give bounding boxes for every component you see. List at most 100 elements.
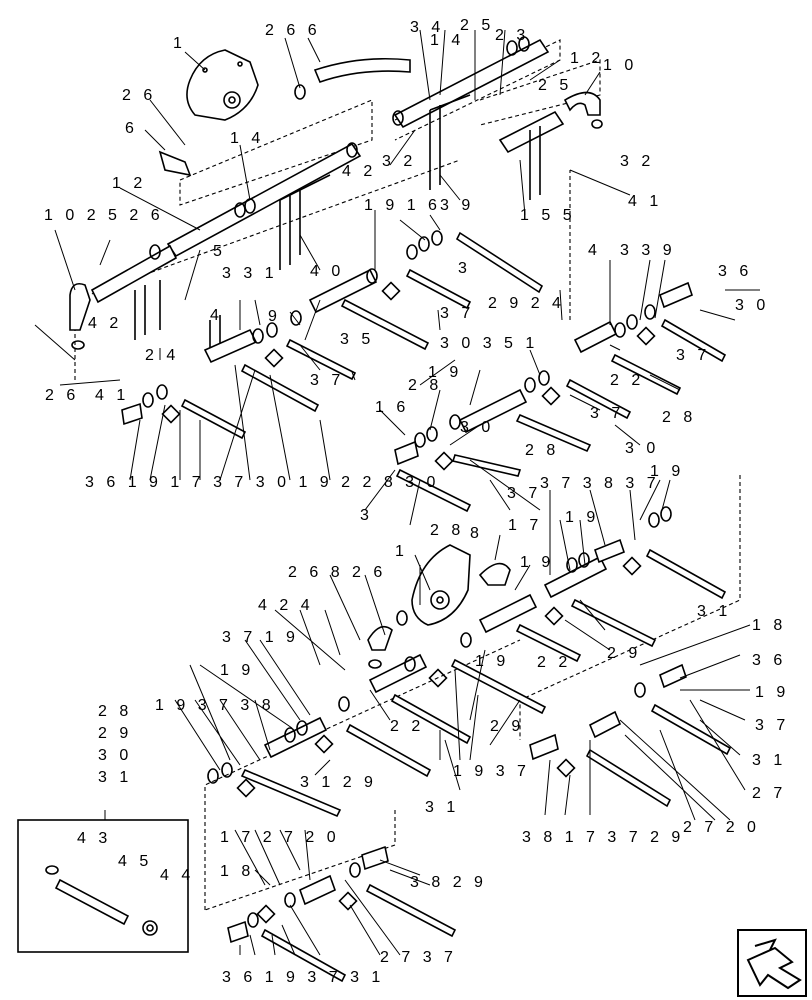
label-29-a: 2 9 xyxy=(607,645,641,662)
label-6: 6 xyxy=(125,120,138,137)
label-2720-a: 2 7 2 0 xyxy=(683,819,760,836)
label-14-a: 1 4 xyxy=(430,32,464,49)
brackets-upper xyxy=(134,94,541,355)
label-3829: 3 8 2 9 xyxy=(410,874,487,891)
label-37-b: 3 7 xyxy=(676,347,710,364)
label-268: 2 6 8 xyxy=(288,564,344,581)
assembly-guide-upper-right-2 xyxy=(479,59,601,126)
label-19-g: 1 9 xyxy=(220,662,254,679)
label-31-b: 3 1 xyxy=(752,752,786,769)
label-26-a: 2 6 xyxy=(122,87,156,104)
label-16: 1 6 xyxy=(375,399,409,416)
label-30-a: 3 0 xyxy=(735,297,769,314)
label-4-a: 4 xyxy=(588,242,601,259)
label-42-b: 4 2 xyxy=(88,315,122,332)
label-30-b: 3 0 xyxy=(460,419,494,436)
label-424: 4 2 4 xyxy=(258,597,314,614)
next-page-arrow-icon[interactable] xyxy=(737,929,807,997)
clamps-lower xyxy=(236,556,642,924)
label-43: 4 3 xyxy=(77,830,111,847)
label-193738: 1 9 3 7 3 8 xyxy=(155,697,275,714)
label-5: 5 xyxy=(213,243,226,260)
label-3719: 3 7 1 9 xyxy=(222,629,299,646)
fan-housing-lower xyxy=(411,544,471,626)
label-30351: 3 0 3 5 1 xyxy=(440,335,538,352)
label-28-b: 2 8 xyxy=(525,442,559,459)
coupling-rings-upper xyxy=(71,36,603,350)
label-4-b: 4 xyxy=(210,307,223,324)
label-1-upper: 1 xyxy=(173,35,186,52)
label-331: 3 3 1 xyxy=(222,265,278,282)
label-12-top: 1 2 xyxy=(570,50,604,67)
inset-detail-box xyxy=(17,810,189,953)
label-36-b: 3 6 xyxy=(752,652,786,669)
label-22-a: 2 2 xyxy=(610,372,644,389)
label-27-a: 2 7 xyxy=(752,785,786,802)
label-37-d: 3 7 xyxy=(590,405,624,422)
assembly-guide-lower xyxy=(204,475,741,910)
label-172720: 1 7 2 7 2 0 xyxy=(220,829,340,846)
label-19-b: 1 9 xyxy=(650,463,684,480)
label-25-b: 2 5 xyxy=(538,77,572,94)
label-18-b: 1 8 xyxy=(220,863,254,880)
label-19-c: 1 9 xyxy=(565,509,599,526)
label-1-lower: 1 xyxy=(395,543,408,560)
label-ref-30: 3 0 xyxy=(98,747,132,764)
assembly-guide-upper-left xyxy=(179,99,373,206)
label-41-b: 4 1 xyxy=(95,387,129,404)
label-23: 2 3 xyxy=(495,27,529,44)
label-339: 3 3 9 xyxy=(620,242,676,259)
label-19-e: 1 9 xyxy=(755,684,789,701)
label-28-a: 2 8 xyxy=(408,377,442,394)
label-26-c: 2 6 xyxy=(352,564,386,581)
label-28-d: 2 8 xyxy=(662,409,696,426)
label-32-a: 3 2 xyxy=(382,153,416,170)
label-31-c: 3 1 xyxy=(425,799,459,816)
label-381737: 3 8 1 7 3 7 2 9 xyxy=(522,829,684,846)
label-12-b: 1 2 xyxy=(112,175,146,192)
label-42-a: 4 2 xyxy=(342,163,376,180)
label-36-a: 3 6 xyxy=(718,263,752,280)
label-22-b: 2 2 xyxy=(537,654,571,671)
label-bottom-row-upper: 3 6 1 9 1 7 3 7 3 0 1 9 2 2 8 3 0 xyxy=(85,474,439,491)
label-2924: 2 9 2 4 xyxy=(488,295,565,312)
label-37-f: 3 7 xyxy=(755,717,789,734)
label-2737: 2 7 3 7 xyxy=(380,949,457,966)
fan-housing-upper xyxy=(186,49,259,121)
label-3129: 3 1 2 9 xyxy=(300,774,377,791)
clamps-upper xyxy=(161,281,656,471)
label-25-a: 2 5 xyxy=(460,17,494,34)
label-ref-29: 2 9 xyxy=(98,725,132,742)
manifold-lower-run xyxy=(227,538,687,944)
label-ref-31: 3 1 xyxy=(98,769,132,786)
label-10526: 1 0 2 5 2 6 xyxy=(44,207,164,224)
label-1916: 1 9 1 6 xyxy=(364,197,441,214)
callout-labels-lower: 3 7 3 8 3 7 1 9 1 9 8 1 1 9 2 6 8 2 6 3 … xyxy=(155,463,789,986)
label-44: 4 4 xyxy=(160,867,194,884)
rods-upper xyxy=(180,231,727,513)
label-3-a: 3 xyxy=(458,260,471,277)
label-41-a: 4 1 xyxy=(628,193,662,210)
leader-lines xyxy=(34,29,760,956)
label-17-a: 1 7 xyxy=(508,517,542,534)
label-37-a: 3 7 xyxy=(440,305,474,322)
label-29-b: 2 9 xyxy=(490,718,524,735)
label-39: 3 9 xyxy=(440,197,474,214)
assembly-guide-lower-2 xyxy=(204,810,396,911)
label-30-c: 3 0 xyxy=(625,440,659,457)
label-24: 2 4 xyxy=(145,347,179,364)
rods-lower xyxy=(240,548,732,983)
label-22-c: 2 2 xyxy=(390,718,424,735)
label-35: 3 5 xyxy=(340,331,374,348)
label-1937: 1 9 3 7 xyxy=(453,763,530,780)
rings-lower-run xyxy=(207,506,672,928)
rings-upper-run xyxy=(142,230,656,448)
label-8: 8 xyxy=(470,525,483,542)
manifold-upper-run xyxy=(121,268,693,466)
label-10-top: 1 0 xyxy=(603,57,637,74)
label-26-b: 2 6 xyxy=(45,387,79,404)
label-9: 9 xyxy=(268,308,281,325)
label-373837: 3 7 3 8 3 7 xyxy=(540,475,660,492)
pipe-upper-main xyxy=(69,38,601,331)
label-18-a: 1 8 xyxy=(752,617,786,634)
